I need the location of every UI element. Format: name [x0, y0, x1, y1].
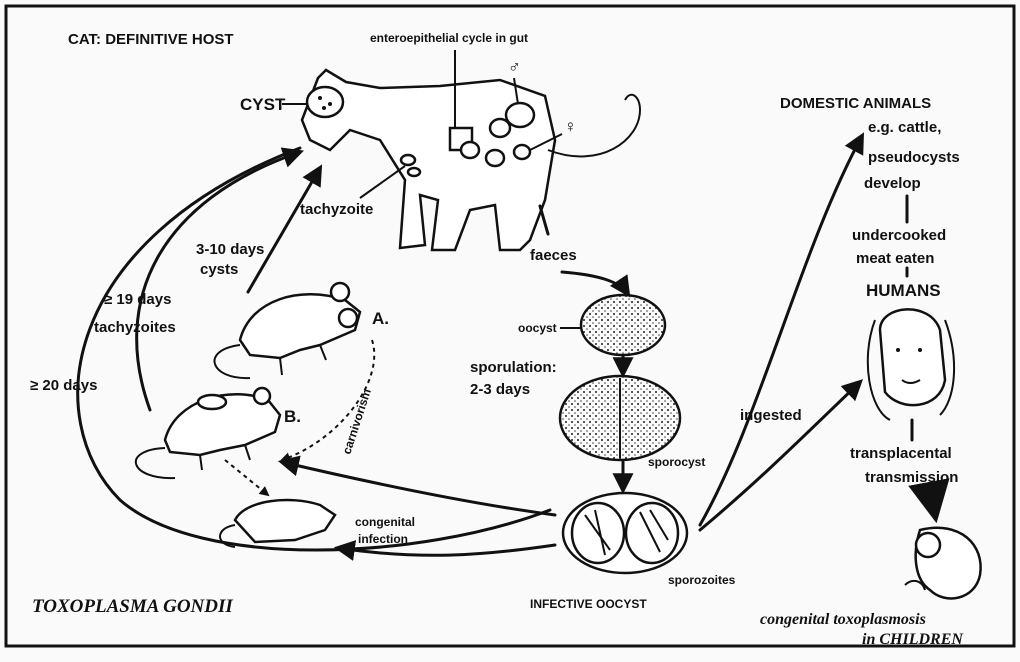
- congenital-dashed-arrow: [225, 460, 268, 495]
- tachyzoite-label: tachyzoite: [300, 201, 373, 218]
- pseudocysts-label: pseudocysts: [868, 149, 960, 166]
- develop-label: develop: [864, 175, 921, 192]
- sporulation-days-label: 2-3 days: [470, 381, 530, 398]
- tachyzoites-label: tachyzoites: [94, 319, 176, 336]
- congenital-label: congenital: [355, 515, 415, 529]
- infective-oocyst-label: INFECTIVE OOCYST: [530, 597, 647, 611]
- faeces-label: faeces: [530, 247, 577, 264]
- oocyst-label: oocyst: [518, 321, 557, 335]
- transmission-label: transmission: [865, 469, 958, 486]
- cat-tail: [548, 95, 640, 157]
- carnivorism-label: carnivorism: [340, 387, 374, 456]
- title-toxoplasma: TOXOPLASMA GONDII: [32, 596, 233, 617]
- arrow-19-days: [137, 152, 300, 410]
- arrow-to-domestic: [700, 136, 862, 525]
- mouse-a: [215, 283, 360, 378]
- days-3-10-label: 3-10 days: [196, 241, 264, 258]
- mouse-a-label: A.: [372, 309, 389, 328]
- congenital-toxo-label: congenital toxoplasmosis: [760, 611, 926, 628]
- undercooked-label: undercooked: [852, 227, 946, 244]
- infection-label: infection: [358, 532, 408, 546]
- humans-label: HUMANS: [866, 281, 941, 300]
- enteroepithelial-label: enteroepithelial cycle in gut: [370, 31, 528, 45]
- domestic-animals-label: DOMESTIC ANIMALS: [780, 95, 931, 112]
- fetus-illustration: [905, 528, 981, 599]
- ingested-label: ingested: [740, 407, 802, 424]
- cyst-label: CYST: [240, 95, 286, 114]
- female-symbol: ♀: [564, 117, 577, 136]
- cysts-label: cysts: [200, 261, 238, 278]
- sporocyst-label: sporocyst: [648, 455, 705, 469]
- sporozoites-label: sporozoites: [668, 573, 736, 587]
- cat-brain-cyst: [307, 87, 343, 117]
- arrow-3-10-days: [248, 168, 320, 292]
- days-20-label: ≥ 20 days: [30, 377, 97, 394]
- arrow-ingested: [700, 382, 860, 530]
- mouse-b: [136, 388, 280, 478]
- human-face: [868, 309, 954, 420]
- oocyst-shape: [581, 295, 665, 355]
- days-19-label: ≥ 19 days: [104, 291, 171, 308]
- transplacental-label: transplacental: [850, 445, 952, 462]
- cat-host-label: CAT: DEFINITIVE HOST: [68, 31, 234, 48]
- cat-illustration: [302, 70, 640, 250]
- male-symbol: ♂: [508, 57, 521, 76]
- baby-mouse: [220, 500, 335, 547]
- meat-eaten-label: meat eaten: [856, 250, 934, 267]
- in-children-label: in CHILDREN: [862, 631, 964, 648]
- mouse-b-label: B.: [284, 407, 301, 426]
- faeces-arrow: [562, 272, 628, 294]
- eg-cattle-label: e.g. cattle,: [868, 119, 941, 136]
- sporulation-label: sporulation:: [470, 359, 557, 376]
- transmission-arrow: [930, 488, 935, 515]
